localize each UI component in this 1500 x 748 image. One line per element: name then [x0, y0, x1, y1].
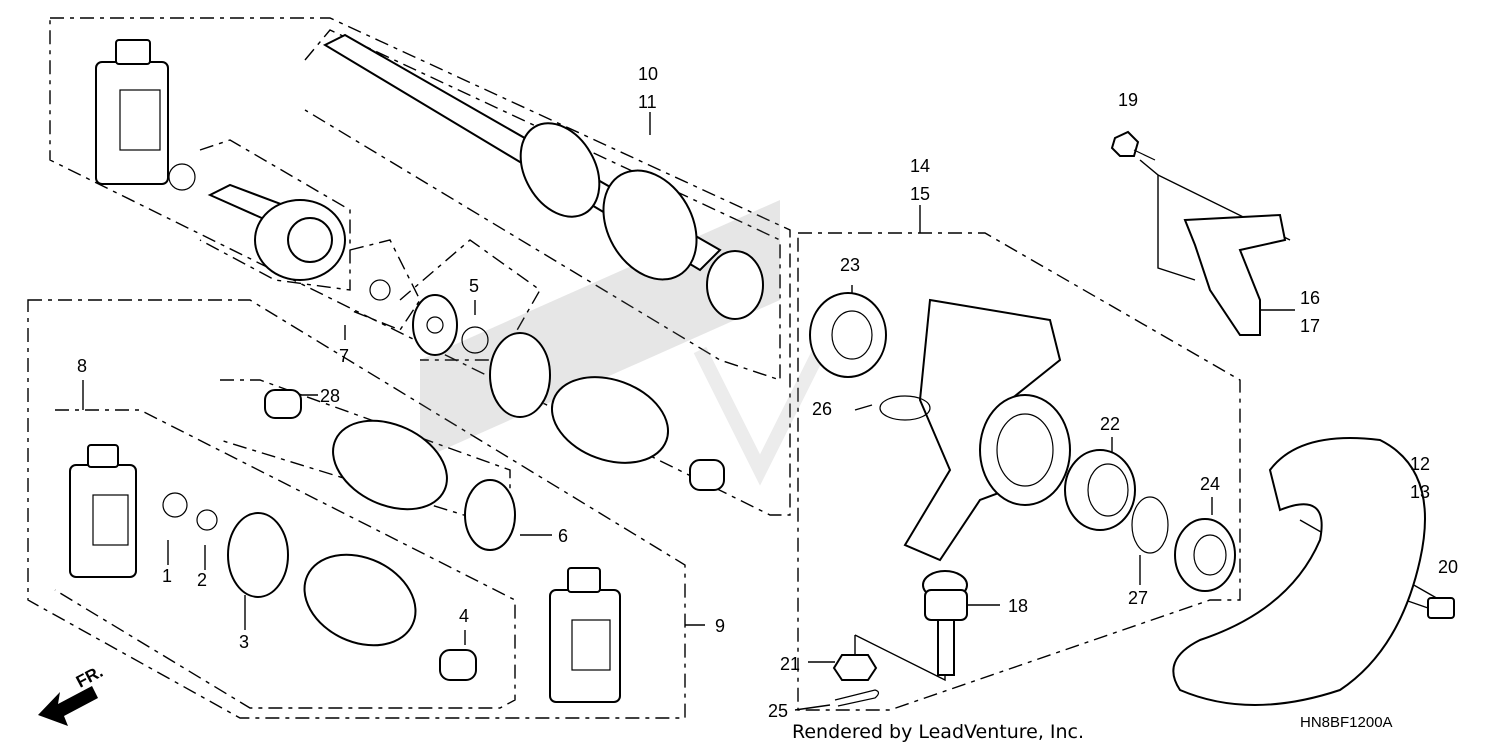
- callout-11: 11: [638, 92, 657, 112]
- castle-nut: [832, 654, 878, 681]
- bolt-19: [1110, 130, 1156, 161]
- bearing-cage: [412, 294, 458, 356]
- steering-knuckle: [903, 298, 1071, 562]
- outline-kit-8: [54, 409, 516, 709]
- callout-2: 2: [197, 570, 207, 590]
- bolt-20: [1404, 597, 1455, 619]
- callout-22: 22: [1100, 414, 1120, 434]
- callout-15: 15: [910, 184, 930, 204]
- ball-joint: [922, 570, 968, 676]
- callout-8: 8: [77, 356, 87, 376]
- callout-23: 23: [840, 255, 860, 275]
- callout-20: 20: [1438, 557, 1458, 577]
- callout-18: 18: [1008, 596, 1028, 616]
- callout-5: 5: [469, 276, 479, 296]
- callout-10: 10: [638, 64, 658, 84]
- callout-24: 24: [1200, 474, 1220, 494]
- callout-1: 1: [162, 566, 172, 586]
- cotter-pin: [834, 689, 880, 707]
- callout-9: 9: [715, 616, 725, 636]
- drive-shaft: [322, 33, 764, 320]
- outline-bearing-group: [399, 239, 541, 361]
- snap-ring-26: [879, 395, 931, 421]
- callout-26: 26: [812, 399, 832, 419]
- callout-13: 13: [1410, 482, 1430, 502]
- inner-joint: [207, 183, 346, 281]
- callout-27: 27: [1128, 588, 1148, 608]
- band-clamps: [264, 389, 725, 681]
- disc-cover: [1172, 437, 1426, 706]
- callouts: 10 11 5 7 8 28 6 1 2 3 4 9 14 15 19 16 1…: [77, 64, 1458, 721]
- outline-shaft: [304, 29, 781, 381]
- seal-24: [1174, 518, 1236, 592]
- outline-knuckle: [797, 232, 1241, 711]
- callout-14: 14: [910, 156, 930, 176]
- callout-7: 7: [339, 346, 349, 366]
- callout-4: 4: [459, 606, 469, 626]
- bearing-22: [1064, 449, 1136, 531]
- boots: [227, 332, 670, 647]
- callout-12: 12: [1410, 454, 1430, 474]
- callout-17: 17: [1300, 316, 1320, 336]
- callout-21: 21: [780, 654, 800, 674]
- front-direction-arrow: FR.: [38, 662, 106, 726]
- callout-19: 19: [1118, 90, 1138, 110]
- oil-bottle-9: [549, 567, 621, 703]
- group-outlines: [27, 17, 1291, 719]
- callout-6: 6: [558, 526, 568, 546]
- seal-23: [809, 292, 887, 378]
- outline-clip-group: [349, 239, 421, 331]
- rendered-by-credit: Rendered by LeadVenture, Inc.: [792, 721, 1084, 743]
- oil-bottle-kit: [69, 444, 137, 578]
- leader-19-bracket: [1139, 159, 1196, 281]
- outline-upper-assembly: [49, 17, 791, 516]
- snap-ring-27: [1131, 496, 1169, 554]
- front-direction-label: FR.: [73, 662, 106, 692]
- clip-rings: [162, 163, 489, 531]
- oil-bottle-top: [95, 39, 169, 185]
- callout-3: 3: [239, 632, 249, 652]
- callout-16: 16: [1300, 288, 1320, 308]
- callout-28: 28: [320, 386, 340, 406]
- bracket: [1183, 213, 1287, 336]
- callout-25: 25: [768, 701, 788, 721]
- outline-boot-kit: [27, 299, 686, 719]
- diagram-code: HN8BF1200A: [1300, 714, 1393, 731]
